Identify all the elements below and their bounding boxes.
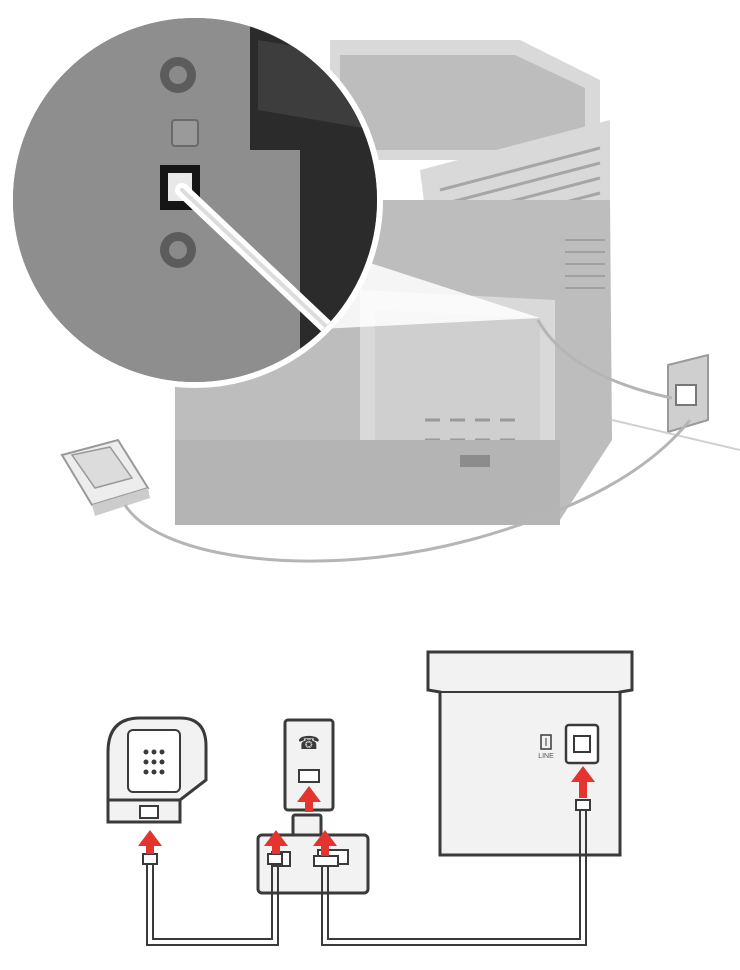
arrow-splitter-left	[264, 830, 288, 854]
telephone-device	[106, 716, 208, 824]
arrow-splitter-right	[313, 830, 337, 856]
line-port-label: LINE	[538, 753, 554, 760]
phone-cables	[146, 810, 587, 946]
printer-line-port	[564, 723, 600, 765]
arrow-telephone	[138, 830, 162, 854]
telephone-icon: ☎	[298, 733, 320, 754]
zoom-callout	[7, 12, 540, 388]
wiring-diagram: ☎ LINE	[106, 650, 634, 946]
wall-outlet-photo	[611, 353, 740, 451]
phone-line-port-icon: LINE	[538, 734, 554, 760]
phone-cable-photo	[123, 419, 692, 563]
arrow-wall-jack	[297, 786, 321, 812]
telephone-photo	[60, 438, 150, 516]
keypad	[143, 749, 165, 775]
photo-illustration	[7, 12, 740, 563]
printer-device: LINE	[426, 650, 634, 857]
printer-cable-photo	[536, 319, 673, 400]
arrow-printer	[571, 766, 595, 798]
connection-arrows	[138, 766, 595, 856]
